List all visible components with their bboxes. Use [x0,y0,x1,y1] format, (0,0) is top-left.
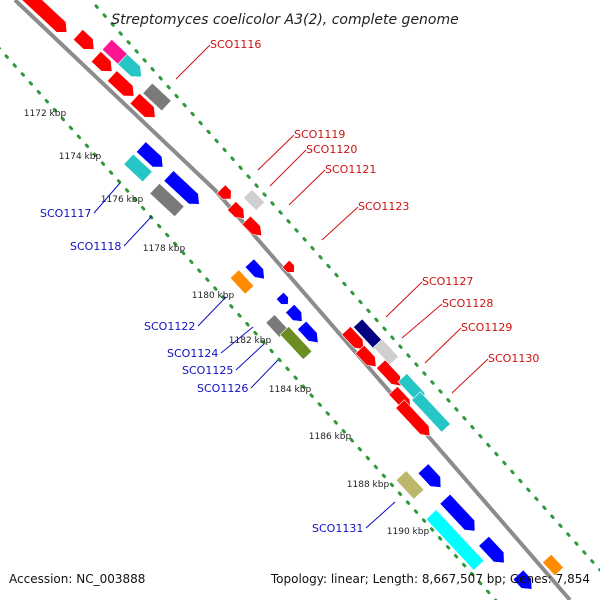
gene-arrow[interactable] [142,82,172,112]
leader-line [401,303,443,339]
gene-arrow[interactable] [135,141,167,173]
tick-label: 1186 kbp [309,432,352,442]
gene-arrow[interactable] [279,326,313,360]
tick-label: 1182 kbp [229,336,272,346]
gene-label-forward[interactable]: SCO1129 [461,321,512,334]
gene-arrow[interactable] [341,325,369,353]
gene-label-forward[interactable]: SCO1121 [325,163,376,176]
gene-label-forward[interactable]: SCO1127 [422,275,473,288]
gene-arrow[interactable] [163,170,204,210]
genome-backbone [13,0,572,600]
gene-arrow[interactable] [439,493,480,536]
tick-label: 1172 kbp [24,109,67,119]
gene-arrow[interactable] [411,391,451,433]
gene-label-reverse[interactable]: SCO1125 [182,364,233,377]
gene-arrow[interactable] [285,303,306,325]
tick-labels: 1172 kbp 1174 kbp 1176 kbp 1178 kbp 1180 kbp… [24,109,430,537]
tick-label: 1190 kbp [387,527,430,537]
gene-arrow[interactable] [241,215,266,240]
label-leaders [93,44,489,529]
gene-features [17,0,564,594]
leader-line [424,327,462,364]
gene-arrow[interactable] [72,28,99,54]
leader-line [123,215,153,247]
leader-line [197,296,227,327]
gene-arrow[interactable] [149,182,185,218]
accession-label: Accession: NC_003888 [9,572,146,586]
outer-grid-line-forward [88,0,600,572]
gene-arrow[interactable] [90,50,117,76]
gene-labels: SCO1116SCO1119SCO1120SCO1121SCO1123SCO11… [40,38,539,535]
gene-arrow[interactable] [417,463,446,493]
gene-arrow[interactable] [375,359,405,390]
leader-line [250,359,279,389]
gene-arrow[interactable] [542,553,564,577]
gene-arrow[interactable] [478,535,510,567]
tick-label: 1188 kbp [347,480,390,490]
gene-arrow[interactable] [123,153,153,183]
leader-line [269,149,307,187]
gene-label-reverse[interactable]: SCO1131 [312,522,363,535]
gene-arrow[interactable] [275,291,291,308]
gene-arrow[interactable] [216,184,235,203]
leader-line [235,343,265,371]
gene-label-forward[interactable]: SCO1120 [306,143,357,156]
gene-arrow[interactable] [242,188,266,212]
gene-arrow[interactable] [512,569,537,594]
gene-arrow[interactable] [352,318,384,350]
gene-label-reverse[interactable]: SCO1126 [197,382,248,395]
gene-label-forward[interactable]: SCO1119 [294,128,345,141]
genome-summary: Topology: linear; Length: 8,667,507 bp; … [270,572,590,586]
gene-label-forward[interactable]: SCO1130 [488,352,539,365]
gene-arrow[interactable] [229,269,255,295]
leader-line [175,44,211,80]
gene-arrow[interactable] [297,320,322,347]
gene-arrow[interactable] [244,258,269,283]
leader-line [220,326,254,354]
tick-label: 1174 kbp [59,152,102,162]
leader-line [365,501,396,529]
gene-arrow[interactable] [226,200,248,222]
gene-arrow[interactable] [17,0,71,38]
map-title: Streptomyces coelicolor A3(2), complete … [111,12,459,28]
leader-line [288,169,326,206]
gene-label-reverse[interactable]: SCO1122 [144,320,195,333]
gene-arrow[interactable] [265,314,289,338]
tick-label: 1184 kbp [269,385,312,395]
gene-arrow[interactable] [117,53,147,82]
gene-label-forward[interactable]: SCO1123 [358,200,409,213]
tick-label: 1176 kbp [101,195,144,205]
gene-arrow[interactable] [425,509,485,571]
gene-arrow[interactable] [355,344,380,371]
gene-arrow[interactable] [395,470,425,500]
gene-label-forward[interactable]: SCO1128 [442,297,493,310]
tick-label: 1180 kbp [192,291,235,301]
leader-line [321,206,359,241]
leader-line [451,358,489,394]
gene-label-reverse[interactable]: SCO1117 [40,207,91,220]
leader-line [93,182,121,214]
gene-label-reverse[interactable]: SCO1118 [70,240,121,253]
gene-arrow[interactable] [395,399,435,440]
leader-line [385,281,423,318]
tick-label: 1178 kbp [143,244,186,254]
gene-arrow[interactable] [281,259,298,276]
leader-line [257,134,295,171]
outer-grid-line-reverse [0,46,498,600]
gene-label-forward[interactable]: SCO1116 [210,38,261,51]
gene-arrow[interactable] [129,92,160,122]
gene-arrow[interactable] [106,70,138,102]
gene-label-reverse[interactable]: SCO1124 [167,347,218,360]
